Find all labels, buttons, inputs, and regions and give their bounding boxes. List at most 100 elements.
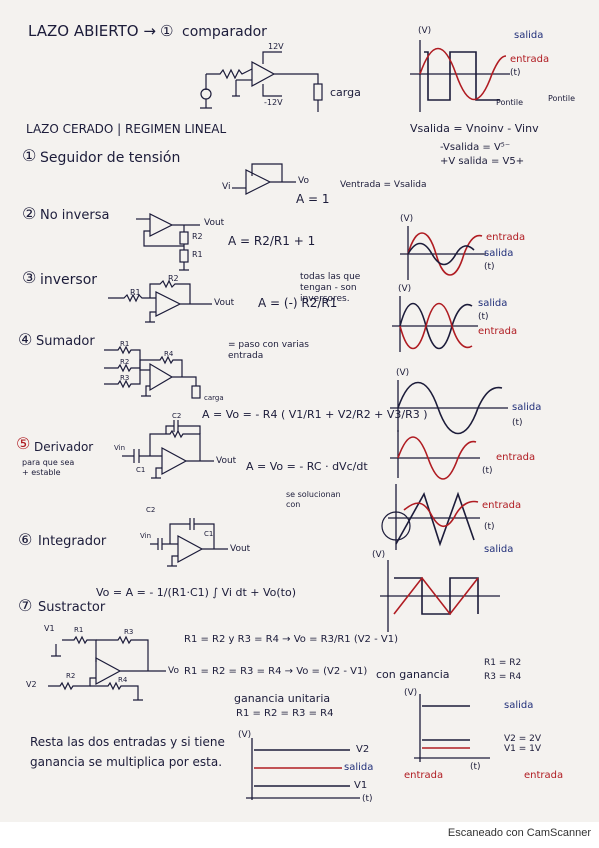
comparator-circuit	[200, 51, 323, 112]
inverting-output-label: salida	[478, 298, 508, 309]
load-label: carga	[330, 86, 361, 99]
subtractor-label: Sustractor	[38, 600, 106, 615]
closed-loop-heading: LAZO CERADO | REGIMEN LINEAL	[26, 122, 227, 136]
inverting-vout: Vout	[214, 298, 235, 308]
subtractor-v2: V2	[26, 680, 37, 689]
sub-graph2-v-axis: (V)	[404, 688, 418, 698]
inverting-t-axis: (t)	[478, 312, 489, 322]
inverting-circuit	[108, 279, 212, 323]
noninv-number: ②	[22, 204, 37, 223]
comparator-formula-2: -Vsalida = V⁵⁻	[440, 142, 511, 153]
non-inverting-graph	[400, 226, 486, 280]
page-title: LAZO ABIERTO →	[28, 22, 156, 40]
follower-gain: A = 1	[296, 192, 330, 206]
differentiator-note-2: se solucionan con	[286, 490, 341, 509]
noninv-r1: R1	[192, 250, 203, 259]
integrator-output-label: salida	[484, 544, 514, 555]
sub-graph-v2: V2	[356, 744, 370, 755]
sub-graph-v-axis: (V)	[238, 730, 252, 740]
subtractor-number: ⑦	[18, 596, 33, 615]
subtractor-r1: R1	[74, 626, 84, 634]
inverting-v-axis: (V)	[398, 284, 412, 294]
comparator-input-label: entrada	[510, 54, 550, 65]
vcc-positive: 12V	[268, 42, 284, 51]
subtractor-vo: Vo	[168, 666, 179, 676]
sub-graph-t-axis: (t)	[362, 794, 373, 804]
subtractor-r3: R3	[124, 628, 134, 636]
non-inverting-circuit	[136, 213, 200, 271]
integrator-t-axis: (t)	[484, 522, 495, 532]
inverting-note: todas las que tengan - son inversores.	[300, 272, 361, 304]
subtractor-gain-label: con ganancia	[376, 668, 450, 681]
follower-circuit	[232, 163, 296, 195]
integrator-label: Integrador	[38, 534, 107, 549]
inverting-label: inversor	[40, 272, 98, 288]
sub-graph2-output: salida	[504, 700, 534, 711]
comparator-note-1: Pontile	[496, 98, 524, 107]
subtractor-r4: R4	[118, 676, 128, 684]
comparator-output-label: salida	[514, 30, 544, 41]
noninv-output-label: salida	[484, 248, 514, 259]
differentiator-circuit	[122, 420, 214, 479]
summing-gain: A = Vo = - R4 ( V1/R1 + V2/R2 + V3/R3 )	[202, 408, 428, 421]
comparator-formula-1: Vsalida = Vnoinv - Vinv	[410, 122, 539, 135]
summing-note: = paso con varias entrada	[228, 340, 309, 361]
summing-label: Sumador	[36, 334, 95, 349]
differentiator-c1: C1	[136, 466, 146, 474]
subtractor-gain-cond-1: R1 = R2	[484, 658, 522, 668]
inverting-gain: A = (-) R2/R1	[258, 296, 338, 310]
follower-vo: Vo	[298, 176, 309, 186]
follower-vi: Vi	[222, 182, 231, 192]
vcc-negative: -12V	[264, 98, 283, 107]
sketch-drawings	[48, 40, 510, 800]
integrator-gain: Vo = A = - 1/(R1·C1) ∫ Vi dt + Vo(to)	[96, 586, 297, 599]
integrator-number: ⑥	[18, 530, 33, 549]
subtractor-circuit	[48, 635, 166, 701]
sub-graph-input: entrada	[404, 770, 444, 781]
subtractor-r2: R2	[66, 672, 76, 680]
scanner-footer: Escaneado con CamScanner	[0, 822, 599, 848]
noninv-input-label: entrada	[486, 232, 526, 243]
subtractor-unity-label: ganancia unitaria	[234, 692, 331, 705]
inverting-graph	[392, 296, 478, 352]
integrator-c1: C1	[204, 530, 214, 538]
integrator-vout: Vout	[230, 544, 251, 554]
integrator-c2: C2	[146, 506, 156, 514]
comparator-formula-3: +V salida = V5+	[440, 156, 525, 167]
integrator-circuit	[150, 518, 228, 567]
inverting-number: ③	[22, 268, 37, 287]
sub-graph2-input: entrada	[524, 770, 564, 781]
summing-load: carga	[204, 394, 224, 402]
sub-graph2-t-axis: (t)	[470, 762, 481, 772]
differentiator-t-axis: (t)	[482, 466, 493, 476]
summing-r3: R3	[120, 374, 130, 382]
summing-output-label: salida	[512, 402, 542, 413]
subtractor-description: Resta las dos entradas y si tiene gananc…	[30, 735, 225, 769]
scanner-watermark: Escaneado con CamScanner	[447, 827, 591, 839]
summing-r1: R1	[120, 340, 130, 348]
integrator-vin: Vin	[140, 532, 152, 540]
subtractor-gain-cond-2: R3 = R4	[484, 672, 522, 682]
summing-r2: R2	[120, 358, 130, 366]
differentiator-vout: Vout	[216, 456, 237, 466]
follower-relation: Ventrada = Vsalida	[340, 180, 427, 190]
summing-graph	[390, 380, 508, 480]
noninv-r2: R2	[192, 232, 203, 241]
sub-graph2-v1: V1 = 1V	[504, 744, 542, 754]
integrator-input-label: entrada	[482, 500, 522, 511]
comparator-note-2: Pontile	[548, 94, 576, 103]
differentiator-input-label: entrada	[496, 452, 536, 463]
inverting-r1: R1	[130, 288, 141, 297]
summing-circuit	[104, 345, 201, 399]
noninv-label: No inversa	[40, 208, 110, 223]
sub-graph-output: salida	[344, 762, 374, 773]
differentiator-gain: A = Vo = - RC · dVc/dt	[246, 460, 368, 473]
comparator-label: comparador	[182, 24, 267, 40]
subtractor-graph-gain	[414, 694, 490, 762]
summing-number: ④	[18, 330, 33, 349]
comparator-number: ①	[160, 22, 174, 40]
inverting-r2: R2	[168, 274, 179, 283]
differentiator-graph	[381, 484, 480, 550]
follower-number: ①	[22, 146, 37, 165]
comparator-t-axis: (t)	[510, 68, 521, 78]
